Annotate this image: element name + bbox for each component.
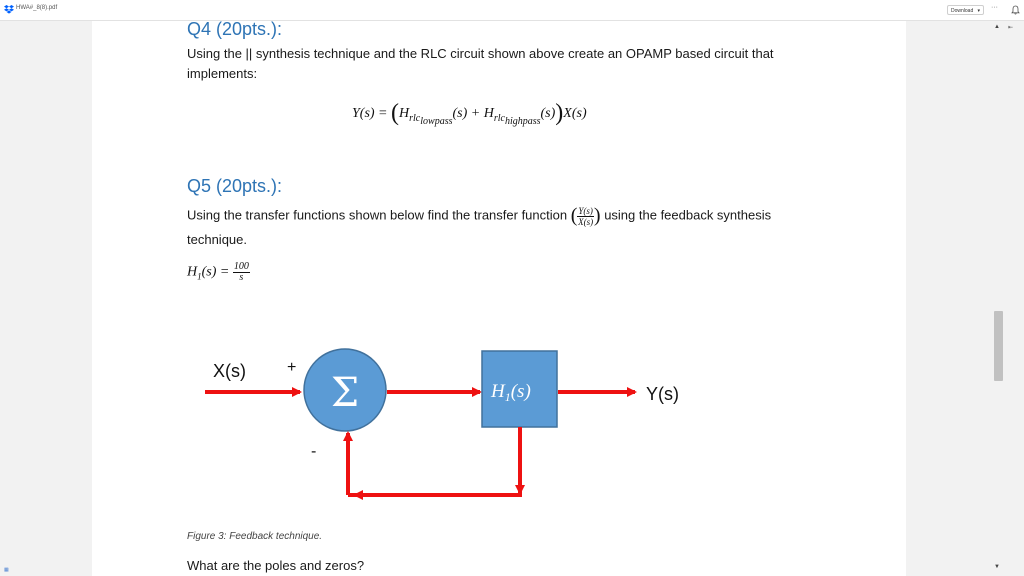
q5-text-after: using the feedback synthesis <box>600 207 772 223</box>
plus-sign: + <box>287 359 296 376</box>
left-rail: ▦ <box>0 21 14 576</box>
h1-block-label: H1(s) <box>490 381 531 404</box>
eq1-lhs: Y(s) = <box>352 106 392 121</box>
q4-text-line1: Using the || synthesis technique and the… <box>187 46 774 61</box>
file-name: HWA#_8(8).pdf <box>16 5 58 11</box>
eq1-tail: (s) <box>540 106 556 121</box>
q4-heading: Q4 (20pts.): <box>187 19 283 39</box>
chevron-down-icon: ▾ <box>977 8 980 14</box>
feedback-block-diagram: X(s) + - Σ H1(s) Y(s) <box>205 348 679 500</box>
pdf-page <box>92 21 906 576</box>
q5-fraction: (Y(s)X(s)) <box>570 205 601 227</box>
bell-icon[interactable] <box>1011 5 1020 15</box>
input-label: X(s) <box>213 361 246 381</box>
q4-text-line2: implements: <box>187 66 258 81</box>
eq1-mid: (s) + <box>452 106 484 121</box>
q5-frac-num: Y(s) <box>577 206 594 217</box>
eq1-h2: H <box>483 106 494 121</box>
eq1-h1: H <box>399 106 410 121</box>
eq1-xs: X(s) <box>563 106 587 121</box>
output-label: Y(s) <box>646 384 679 404</box>
eq1-h2-sub: rlc <box>493 112 505 124</box>
feedback-path <box>348 427 522 497</box>
q5-text-line1: Using the transfer functions shown below… <box>187 205 771 228</box>
h1eq-sub: 1 <box>197 271 202 282</box>
top-toolbar: HWA#_8(8).pdf Download ▾ ··· <box>0 0 1024 21</box>
equation-q4: Y(s) = (Hrlclowpass(s) + Hrlchighpass(s)… <box>352 100 587 127</box>
download-button[interactable]: Download ▾ <box>947 5 984 15</box>
sidebar-toggle-icon[interactable]: ⇤ <box>1008 25 1014 31</box>
poles-zeros-question: What are the poles and zeros? <box>187 558 365 573</box>
more-options-button[interactable]: ··· <box>991 4 998 11</box>
figure-caption: Figure 3: Feedback technique. <box>187 531 323 542</box>
eq1-open-paren: ( <box>391 100 400 126</box>
h1-block-arg: (s) <box>511 381 531 402</box>
h1-block-h: H <box>490 381 506 402</box>
scroll-thumb[interactable] <box>994 311 1003 381</box>
minus-sign: - <box>311 443 316 460</box>
dropbox-logo-icon <box>4 5 14 14</box>
h1eq-arg: (s) = <box>201 264 233 280</box>
h1eq-lhs: H <box>187 264 198 280</box>
eq1-close-paren: ) <box>555 100 564 126</box>
h1eq-num: 100 <box>232 261 250 273</box>
q5-text-line2: technique. <box>187 232 247 247</box>
sum-symbol: Σ <box>331 370 359 416</box>
eq1-h1-subsub: lowpass <box>420 115 453 127</box>
eq1-h1-sub: rlc <box>409 112 421 124</box>
page-indicator-icon[interactable]: ▦ <box>4 567 9 573</box>
h1-block-sub: 1 <box>505 390 511 404</box>
q5-text-before: Using the transfer functions shown below… <box>187 207 571 223</box>
h1eq-den: s <box>239 272 244 283</box>
scroll-up-icon[interactable]: ▲ <box>994 24 1000 30</box>
eq1-h2-subsub: highpass <box>504 115 541 127</box>
scroll-down-icon[interactable]: ▼ <box>994 564 1000 570</box>
vertical-scrollbar[interactable]: ▲ ▼ <box>991 21 1005 576</box>
download-label: Download <box>951 8 974 14</box>
q5-heading: Q5 (20pts.): <box>187 176 283 196</box>
q5-frac-den: X(s) <box>578 217 594 227</box>
